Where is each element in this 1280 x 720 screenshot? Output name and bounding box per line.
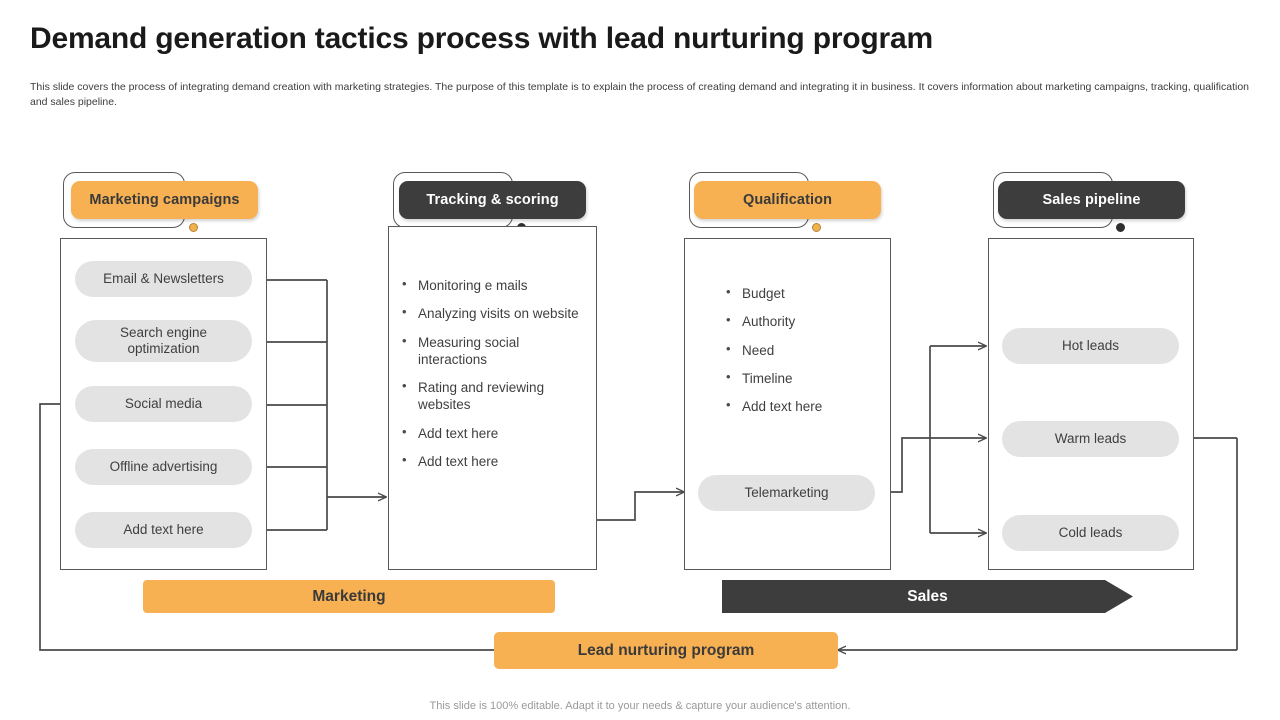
badge-label: Marketing campaigns [89, 192, 240, 208]
bullet-list-tracking-scoring: Monitoring e mails Analyzing visits on w… [400, 276, 585, 481]
tab-dot-qualification [812, 223, 821, 232]
banner-sales[interactable]: Sales [722, 580, 1133, 613]
pill-label: Search engine optimization [119, 324, 208, 356]
column-box-sales-pipeline [988, 238, 1194, 570]
bullet-item: Authority [724, 312, 884, 330]
pill-label: Email & Newsletters [103, 270, 224, 286]
pill-label: Hot leads [1061, 337, 1120, 353]
footer-note: This slide is 100% editable. Adapt it to… [429, 700, 851, 712]
badge-label: Qualification [742, 192, 833, 208]
pill-social-media[interactable]: Social media [75, 386, 252, 422]
badge-qualification[interactable]: Qualification [694, 181, 881, 219]
bullet-item: Add text here [400, 452, 585, 470]
pill-label: Cold leads [1058, 524, 1123, 540]
pill-telemarketing[interactable]: Telemarketing [698, 475, 875, 511]
pill-offline-advertising[interactable]: Offline advertising [75, 449, 252, 485]
page-subtitle: This slide covers the process of integra… [30, 81, 1249, 108]
pill-label: Social media [124, 395, 203, 411]
pill-email-newsletters[interactable]: Email & Newsletters [75, 261, 252, 297]
pill-hot-leads[interactable]: Hot leads [1002, 328, 1179, 364]
badge-tracking-scoring[interactable]: Tracking & scoring [399, 181, 586, 219]
pill-add-text-here-1[interactable]: Add text here [75, 512, 252, 548]
pill-label: Warm leads [1054, 430, 1127, 446]
bullet-item: Timeline [724, 369, 884, 387]
banner-label: Lead nurturing program [577, 641, 755, 659]
pill-label: Add text here [123, 521, 204, 537]
banner-label: Marketing [312, 587, 386, 605]
badge-sales-pipeline[interactable]: Sales pipeline [998, 181, 1185, 219]
pill-label: Offline advertising [109, 458, 218, 474]
bullet-item: Analyzing visits on website [400, 304, 585, 322]
bullet-item: Need [724, 341, 884, 359]
bullet-list-qualification: Budget Authority Need Timeline Add text … [724, 284, 884, 426]
bullet-item: Rating and reviewing websites [400, 378, 585, 414]
bullet-item: Add text here [724, 397, 884, 415]
pill-warm-leads[interactable]: Warm leads [1002, 421, 1179, 457]
bullet-item: Budget [724, 284, 884, 302]
pill-search-engine-optimization[interactable]: Search engine optimization [75, 320, 252, 362]
bullet-item: Monitoring e mails [400, 276, 585, 294]
tab-dot-marketing-campaigns [189, 223, 198, 232]
badge-marketing-campaigns[interactable]: Marketing campaigns [71, 181, 258, 219]
tab-dot-sales-pipeline [1116, 223, 1125, 232]
bullet-item: Measuring social interactions [400, 333, 585, 369]
pill-label: Telemarketing [744, 484, 829, 500]
badge-label: Tracking & scoring [426, 192, 559, 208]
page-title: Demand generation tactics process with l… [30, 22, 933, 55]
pill-cold-leads[interactable]: Cold leads [1002, 515, 1179, 551]
banner-lead-nurturing-program[interactable]: Lead nurturing program [494, 632, 838, 669]
bullet-item: Add text here [400, 424, 585, 442]
banner-marketing[interactable]: Marketing [143, 580, 555, 613]
badge-label: Sales pipeline [1042, 192, 1141, 208]
banner-label: Sales [907, 587, 948, 605]
